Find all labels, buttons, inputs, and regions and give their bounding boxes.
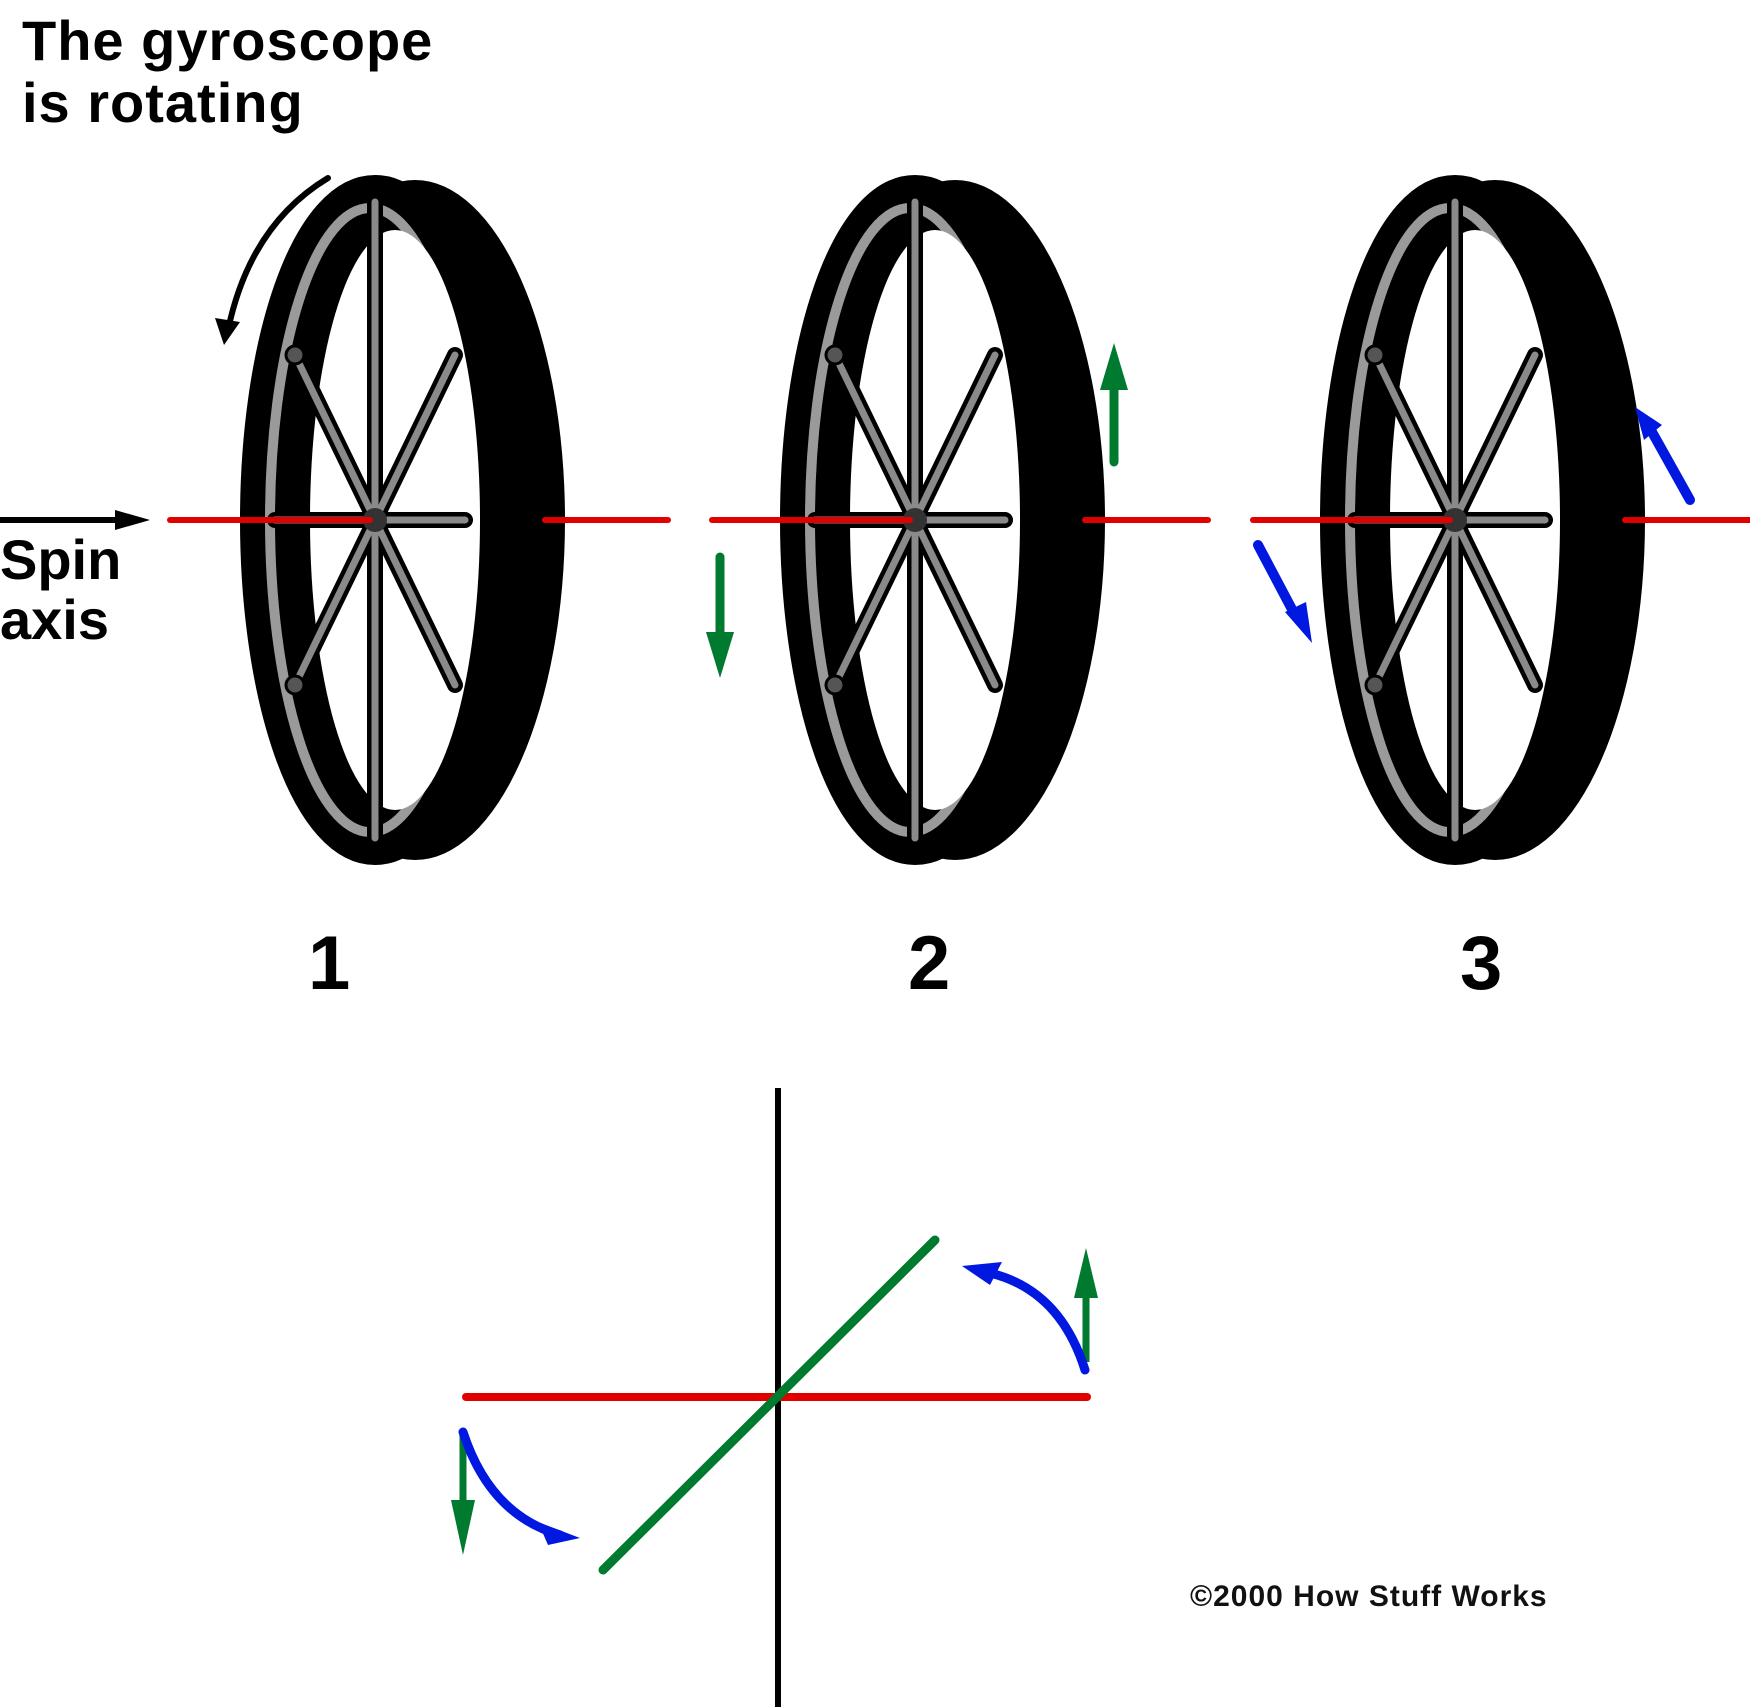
diagram-title: The gyroscope is rotating <box>22 10 433 134</box>
precession-axis-line <box>598 1235 940 1575</box>
spin-label-line-2: axis <box>0 588 109 651</box>
blue-arrow-up-diagonal-icon <box>1635 407 1695 505</box>
panel-number-2: 2 <box>908 921 951 1006</box>
blue-curved-arrow-bottom-icon <box>458 1427 580 1545</box>
panel-number-3: 3 <box>1460 921 1503 1006</box>
blue-curved-arrow-top-icon <box>962 1262 1090 1375</box>
panel-number-1: 1 <box>308 921 351 1006</box>
blue-arrow-down-diagonal-icon <box>1253 540 1312 643</box>
spin-label-line-1: Spin <box>0 528 122 591</box>
title-line-1: The gyroscope <box>22 9 434 72</box>
green-arrow-up-icon <box>1074 1248 1098 1362</box>
precession-axis-diagram <box>451 1088 1098 1707</box>
spin-axis-label: Spin axis <box>0 530 121 650</box>
green-arrow-up-icon <box>1100 343 1128 467</box>
rotation-direction-arrow-icon <box>215 175 331 345</box>
spin-arrow-icon <box>0 510 150 530</box>
copyright-notice: ©2000 How Stuff Works <box>1190 1580 1548 1613</box>
green-arrow-down-icon <box>706 552 734 678</box>
title-line-2: is rotating <box>22 71 304 134</box>
